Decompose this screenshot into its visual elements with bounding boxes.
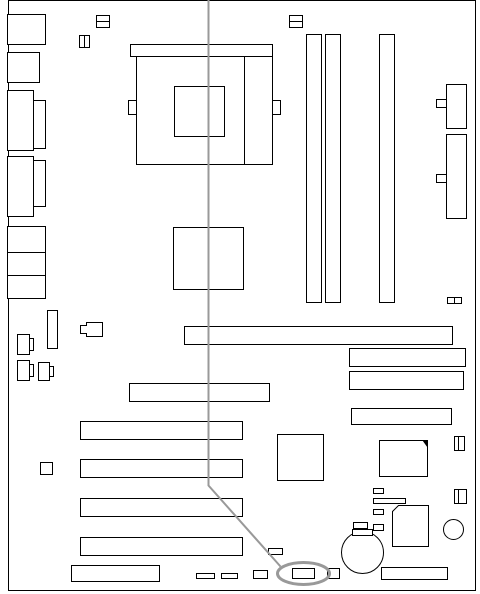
atx-power-connector bbox=[446, 134, 467, 219]
bottom-pin-4 bbox=[327, 568, 340, 579]
pci-slot-4 bbox=[80, 498, 243, 517]
floppy-connector bbox=[351, 408, 452, 425]
pci-slot-3 bbox=[80, 459, 243, 478]
usb-connector bbox=[7, 52, 40, 83]
ps2-connector bbox=[7, 14, 46, 45]
buzzer bbox=[40, 462, 53, 475]
jumper-small-5 bbox=[373, 524, 384, 531]
header-vertical-left bbox=[47, 310, 58, 349]
pci-slot-5 bbox=[80, 537, 243, 556]
io-controller-chip bbox=[379, 440, 428, 477]
cpu-die bbox=[174, 86, 225, 137]
cmos-battery bbox=[341, 531, 384, 574]
audio-game-port bbox=[7, 226, 46, 299]
cmos-jumper-circle bbox=[443, 519, 464, 540]
parallel-port bbox=[7, 156, 34, 217]
jumper-right-2 bbox=[454, 489, 467, 504]
cpu-tab-left bbox=[128, 100, 137, 115]
bottom-pin-2 bbox=[221, 573, 238, 579]
front-panel-header bbox=[292, 568, 315, 579]
bottom-header-left bbox=[71, 565, 160, 582]
jumper-small-3 bbox=[373, 509, 384, 515]
atx-power-tab bbox=[436, 174, 447, 183]
southbridge-chip bbox=[277, 434, 324, 481]
jumper-right-1 bbox=[454, 436, 465, 451]
cpu-lever bbox=[244, 56, 273, 165]
jumper-left-2 bbox=[17, 360, 30, 381]
bottom-pin-3 bbox=[253, 570, 268, 579]
serial-port-1-body bbox=[33, 100, 46, 149]
highlight-ellipse bbox=[276, 561, 331, 586]
callout-line bbox=[207, 0, 282, 568]
cpu-retention-top bbox=[130, 44, 273, 57]
agp-slot bbox=[184, 326, 453, 345]
bottom-header-right bbox=[381, 567, 448, 580]
ide-connector-1 bbox=[349, 348, 466, 367]
parallel-port-body bbox=[33, 160, 46, 207]
jumper-small-4 bbox=[353, 522, 368, 529]
battery-holder-tab bbox=[352, 529, 373, 536]
dimm-slot-2 bbox=[325, 34, 341, 303]
dimm-slot-3 bbox=[379, 34, 395, 303]
jumper-small-1 bbox=[373, 488, 384, 494]
ide-connector-2 bbox=[349, 371, 464, 390]
bottom-pin-1 bbox=[196, 573, 215, 579]
fan-header-left bbox=[80, 322, 103, 337]
atx-12v-tab bbox=[436, 99, 447, 108]
serial-port-1 bbox=[7, 90, 34, 151]
cpu-tab-right bbox=[272, 100, 281, 115]
pci-slot-1 bbox=[129, 383, 270, 402]
jumper-left-3 bbox=[38, 362, 50, 381]
io-chip-notch bbox=[422, 440, 428, 448]
pci-slot-2 bbox=[80, 421, 243, 440]
atx-12v-connector bbox=[446, 84, 467, 129]
jumper-left-1 bbox=[17, 334, 30, 355]
bottom-jumper bbox=[268, 548, 283, 555]
dimm-slot-1 bbox=[306, 34, 322, 303]
rear-io-panel bbox=[7, 14, 46, 299]
cpu-socket bbox=[128, 44, 281, 165]
jumper-left-1-tab bbox=[29, 338, 34, 351]
bios-chip bbox=[392, 505, 429, 547]
jumper-left-2-tab bbox=[29, 364, 34, 377]
jumper-left-3-tab bbox=[49, 366, 54, 377]
jumper-small-2 bbox=[373, 498, 406, 504]
